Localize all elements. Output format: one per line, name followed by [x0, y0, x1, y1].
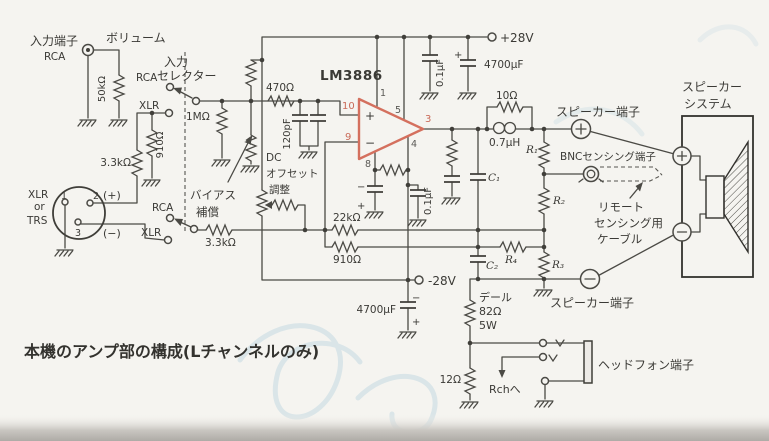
label-xlr-pin1: 1	[61, 191, 67, 202]
label-pin3: 3	[425, 114, 431, 125]
mute-cap-plus: +	[357, 201, 365, 212]
label-input-terminal-rca: RCA	[44, 51, 66, 63]
selector-contacts	[163, 82, 201, 245]
caption: 本機のアンプ部の構成(Lチャンネルのみ)	[24, 342, 319, 361]
cap-4700-bot-plus: +	[412, 317, 420, 328]
xlr-trs-connector	[52, 186, 106, 240]
label-vplus: +28V	[500, 31, 534, 45]
label-c1: C₁	[488, 172, 500, 184]
bnc-sensing-connector	[578, 165, 604, 183]
label-xlr-2: or	[34, 201, 45, 213]
label-pin5: 5	[395, 105, 401, 116]
label-c-120p: 120pF	[282, 118, 293, 149]
label-xlr-3: TRS	[26, 215, 48, 227]
label-r4: R₄	[504, 254, 517, 266]
opamp-plus-sign: +	[365, 109, 375, 123]
input-wires	[64, 49, 360, 249]
label-ic-name: LM3886	[320, 68, 383, 84]
label-spk-minus: スピーカー端子	[550, 296, 634, 310]
label-r-910-fb: 910Ω	[333, 254, 361, 266]
label-volume-value: 50kΩ	[97, 76, 108, 103]
label-pin4: 4	[411, 139, 417, 150]
cap-4700-top-plus: +	[454, 50, 462, 61]
label-r-10: 10Ω	[496, 90, 517, 102]
cap-4700-bot-minus: −	[412, 293, 420, 304]
label-pin1: 1	[380, 88, 386, 99]
label-dc-1: DC	[266, 152, 281, 164]
label-c-4700-bot: 4700μF	[357, 304, 396, 316]
speaker-system-box	[672, 115, 754, 278]
labels: 入力端子 RCA ボリューム 50kΩ 入力 セレクター RCA XLR 1MΩ…	[24, 31, 742, 396]
label-r-470: 470Ω	[266, 82, 294, 94]
label-r3: R₃	[551, 259, 564, 271]
label-spk-plus: スピーカー端子	[556, 105, 640, 119]
headphone-jack	[538, 338, 593, 386]
power-rails	[261, 36, 488, 331]
label-vminus: -28V	[428, 274, 457, 288]
label-5w: 5W	[479, 319, 497, 332]
label-bias-1: バイアス	[190, 188, 236, 202]
label-dc-2: オフセット	[266, 168, 319, 180]
label-xlr-pin3: 3	[75, 228, 81, 239]
label-dale: デール	[479, 290, 512, 304]
label-r2: R₂	[552, 195, 565, 207]
label-l-07: 0.7μH	[489, 137, 520, 149]
output-wires	[469, 128, 707, 401]
label-r-1m: 1MΩ	[186, 111, 210, 123]
opamp-minus-sign: −	[365, 136, 375, 150]
label-r-910-input: 910Ω	[155, 131, 166, 158]
label-volume: ボリューム	[106, 31, 166, 45]
label-xlr-pin2: 2	[93, 191, 99, 202]
label-pin10: 10	[342, 101, 355, 112]
label-pin9: 9	[345, 132, 351, 143]
label-selector-1: 入力	[164, 55, 188, 69]
label-r-3k3-upper: 3.3kΩ	[100, 157, 131, 169]
label-bias-2: 補償	[196, 205, 219, 219]
label-remote-2: センシング用	[594, 216, 663, 230]
rca-input-jack	[81, 43, 95, 57]
label-sel-rca-bottom: RCA	[152, 202, 174, 214]
mute-cap-minus: −	[357, 182, 365, 193]
label-remote-3: ケーブル	[597, 232, 642, 246]
label-selector-2: セレクター	[157, 69, 217, 83]
label-c-4700-top: 4700μF	[484, 59, 523, 71]
inductor-0p7uH	[492, 121, 517, 135]
dashed-lines	[184, 52, 663, 232]
label-r-82: 82Ω	[479, 305, 501, 318]
label-bnc: BNCセンシング端子	[560, 150, 656, 163]
label-spk-sys-1: スピーカー	[682, 80, 742, 94]
scan-bottom-edge	[0, 414, 769, 441]
label-spk-sys-2: システム	[684, 97, 732, 111]
label-minus-line: (−)	[103, 227, 121, 240]
label-r-12: 12Ω	[440, 374, 461, 386]
power-terminals	[414, 32, 497, 285]
label-remote-1: リモート	[598, 200, 644, 214]
label-sel-xlr-top: XLR	[139, 100, 159, 112]
label-r-3k3-lower: 3.3kΩ	[205, 237, 236, 249]
capacitors	[291, 54, 487, 309]
label-c2: C₂	[486, 260, 498, 272]
label-pin8: 8	[365, 159, 371, 170]
label-sel-xlr-bottom: XLR	[141, 227, 161, 239]
opamp-lm3886	[357, 97, 425, 161]
label-c-01-neg: 0.1μF	[423, 187, 434, 215]
label-r1: R₁	[525, 144, 538, 156]
speaker-terminal-minus	[579, 268, 601, 290]
junction-dots	[149, 34, 547, 346]
speaker-magnet	[705, 175, 725, 219]
speaker-terminal-plus	[570, 118, 592, 140]
label-r-22k: 22kΩ	[333, 212, 360, 224]
label-dc-3: 調整	[269, 183, 290, 196]
speaker-cone	[723, 139, 749, 255]
label-sel-rca-top: RCA	[136, 72, 158, 84]
label-plus-line: (+)	[103, 189, 121, 202]
label-input-terminal: 入力端子	[30, 34, 78, 48]
label-rch: Rchへ	[489, 383, 521, 396]
label-headphone: ヘッドフォン端子	[598, 358, 694, 372]
amp-wires	[324, 106, 572, 280]
label-xlr-1: XLR	[28, 189, 48, 201]
label-c-01-top: 0.1μF	[435, 59, 446, 87]
